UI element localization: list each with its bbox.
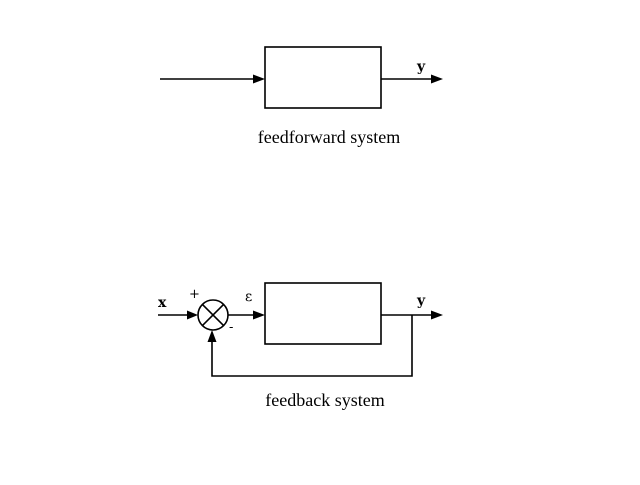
feedback-error-arrowhead: [253, 310, 265, 320]
summing-junction-cross-b: [201, 303, 225, 327]
feedback-error-label: ε: [245, 289, 252, 305]
plus-sign-label: +: [189, 287, 200, 302]
minus-sign-label: -: [229, 320, 233, 335]
feedforward-caption: feedforward system: [258, 127, 400, 147]
feedback-system: x + - ε y: [158, 282, 443, 410]
feedforward-input-arrowhead: [253, 74, 265, 84]
feedback-input-label: x: [158, 295, 167, 311]
feedforward-output-arrowhead: [431, 74, 443, 84]
feedforward-output-label: y: [416, 59, 426, 75]
feedback-output-arrowhead: [431, 310, 443, 320]
feedback-input-arrowhead: [187, 310, 198, 320]
feedback-path-line: [211, 315, 413, 377]
feedback-output-label: y: [416, 293, 426, 309]
feedforward-system: y feedforward system: [160, 46, 443, 147]
feedback-block: [264, 282, 382, 345]
feedforward-block: [264, 46, 382, 109]
feedback-path-arrowhead: [207, 330, 217, 342]
summing-junction: [197, 299, 229, 331]
feedback-caption: feedback system: [265, 390, 384, 410]
